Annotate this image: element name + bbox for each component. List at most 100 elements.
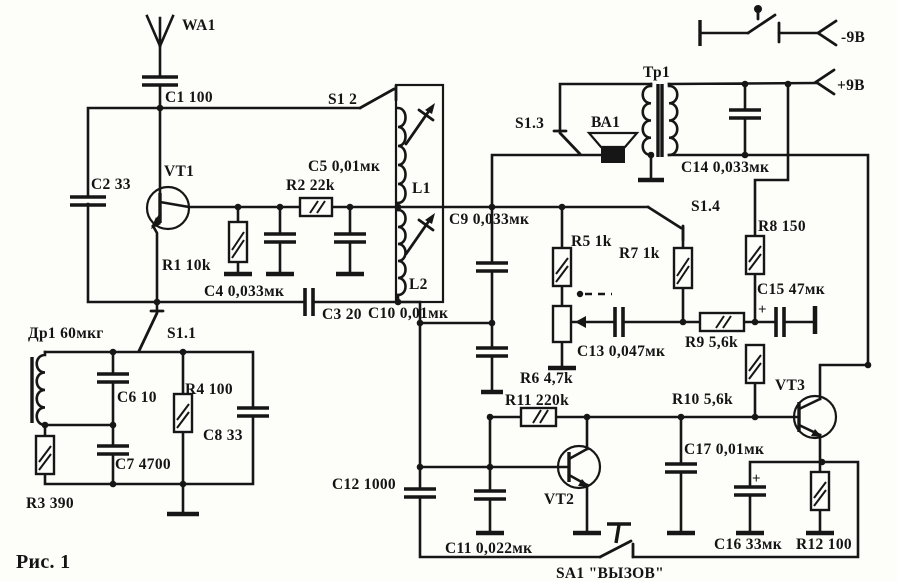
label-c9: C9 0,033мк bbox=[449, 211, 529, 228]
capacitor-c15 bbox=[774, 307, 786, 337]
label-c8: C8 33 bbox=[203, 427, 243, 444]
label-r4: R4 100 bbox=[185, 381, 233, 398]
label-minus9v: -9В bbox=[841, 29, 865, 46]
transistor-vt2 bbox=[556, 444, 602, 490]
capacitor-c1 bbox=[142, 75, 178, 87]
label-sa1: SA1 "ВЫЗОВ" bbox=[556, 565, 664, 581]
label-l1: L1 bbox=[412, 180, 431, 197]
capacitor-c4 bbox=[264, 232, 296, 244]
terminal-plus9v bbox=[813, 68, 836, 96]
capacitor-c17 bbox=[665, 462, 697, 474]
transformer-tp1 bbox=[641, 82, 679, 157]
label-r2: R2 22k bbox=[286, 177, 335, 194]
capacitor-c14 bbox=[729, 108, 761, 120]
label-s1-2: S1 2 bbox=[328, 91, 357, 108]
label-c5: C5 0,01мк bbox=[308, 158, 380, 175]
label-c6: C6 10 bbox=[117, 389, 157, 406]
label-c12: C12 1000 bbox=[332, 476, 396, 493]
junction-dots bbox=[41, 80, 872, 488]
resistor-r4 bbox=[172, 392, 194, 434]
label-r7: R7 1k bbox=[619, 245, 660, 262]
capacitor-c5 bbox=[334, 232, 366, 244]
capacitor-c9 bbox=[476, 261, 508, 273]
capacitor-c6 bbox=[97, 372, 129, 384]
label-l2: L2 bbox=[409, 276, 428, 293]
label-r9: R9 5,6k bbox=[685, 334, 738, 351]
label-c7: C7 4700 bbox=[115, 456, 171, 473]
tuning-arrow-l2 bbox=[404, 216, 435, 256]
switch-s1-3 bbox=[552, 129, 582, 156]
resistor-r8 bbox=[744, 234, 766, 276]
resistor-r11 bbox=[519, 406, 558, 428]
capacitor-c2 bbox=[70, 195, 106, 207]
switch-s1-1 bbox=[137, 309, 165, 353]
label-c4: C4 0,033мк bbox=[204, 283, 284, 300]
capacitor-c13 bbox=[613, 307, 625, 337]
label-c3: C3 20 bbox=[322, 306, 362, 323]
resistor-r12 bbox=[809, 470, 831, 512]
resistor-r7 bbox=[672, 246, 694, 290]
label-r5: R5 1k bbox=[571, 233, 612, 250]
label-r12: R12 100 bbox=[796, 536, 852, 553]
figure-caption: Рис. 1 bbox=[16, 551, 70, 573]
capacitor-c16 bbox=[734, 485, 766, 497]
label-tp1: Тр1 bbox=[643, 64, 670, 81]
switch-s1-2 bbox=[358, 84, 398, 110]
label-dr1: Др1 60мкг bbox=[28, 325, 104, 342]
label-c1: C1 100 bbox=[165, 89, 213, 106]
transistor-vt3 bbox=[792, 394, 838, 440]
potentiometer-r6 bbox=[551, 290, 612, 344]
label-vt2: VT2 bbox=[544, 491, 574, 508]
coil-l2 bbox=[396, 208, 407, 297]
resistor-r9 bbox=[698, 311, 746, 333]
polarity-plus-c15: + bbox=[758, 302, 767, 318]
label-c14: C14 0,033мк bbox=[681, 159, 769, 176]
switch-s1-4 bbox=[646, 205, 685, 242]
resistor-r1 bbox=[227, 220, 249, 264]
coil-box-l1-l2 bbox=[394, 83, 445, 304]
capacitor-c3 bbox=[303, 288, 315, 316]
resistor-r5 bbox=[551, 246, 573, 288]
label-c15: C15 47мк bbox=[757, 281, 825, 298]
terminal-minus9v bbox=[815, 19, 838, 47]
capacitor-c10 bbox=[476, 346, 508, 358]
label-s1-3: S1.3 bbox=[515, 115, 544, 132]
label-r11: R11 220k bbox=[505, 392, 569, 409]
polarity-plus-c16: + bbox=[752, 471, 761, 487]
label-s1-4: S1.4 bbox=[691, 198, 720, 215]
power-switch bbox=[698, 5, 781, 46]
label-r10: R10 5,6k bbox=[672, 391, 733, 408]
label-vt1: VT1 bbox=[164, 163, 194, 180]
label-wa1: WA1 bbox=[182, 17, 216, 34]
ground-symbols bbox=[167, 177, 834, 536]
label-c13: C13 0,047мк bbox=[577, 343, 665, 360]
capacitor-c7 bbox=[97, 444, 129, 456]
capacitor-c12 bbox=[404, 487, 436, 499]
label-r8: R8 150 bbox=[758, 218, 806, 235]
capacitor-c8 bbox=[237, 406, 269, 418]
label-c17: C17 0,01мк bbox=[684, 441, 764, 458]
label-s1-1: S1.1 bbox=[167, 325, 196, 342]
transistor-vt1 bbox=[145, 185, 191, 231]
label-c11: C11 0,022мк bbox=[445, 540, 532, 557]
label-r1: R1 10k bbox=[162, 257, 211, 274]
label-c2: C2 33 bbox=[91, 176, 131, 193]
label-r6: R6 4,7k bbox=[520, 370, 573, 387]
wires bbox=[43, 31, 870, 559]
tuning-arrow-l1 bbox=[404, 106, 435, 146]
capacitor-c11 bbox=[474, 489, 506, 501]
label-r3: R3 390 bbox=[26, 495, 74, 512]
antenna-wa1 bbox=[145, 14, 175, 78]
choke-dr1 bbox=[30, 350, 47, 427]
label-ba1: ВА1 bbox=[591, 114, 620, 131]
label-plus9v: +9В bbox=[837, 77, 865, 94]
label-c16: C16 33мк bbox=[714, 536, 782, 553]
resistor-r3 bbox=[34, 434, 56, 476]
button-sa1 bbox=[598, 522, 635, 559]
resistor-r10 bbox=[744, 343, 766, 385]
coil-l1 bbox=[396, 106, 407, 205]
speaker-ba1 bbox=[586, 131, 640, 163]
label-c10: C10 0,01мк bbox=[368, 305, 448, 322]
